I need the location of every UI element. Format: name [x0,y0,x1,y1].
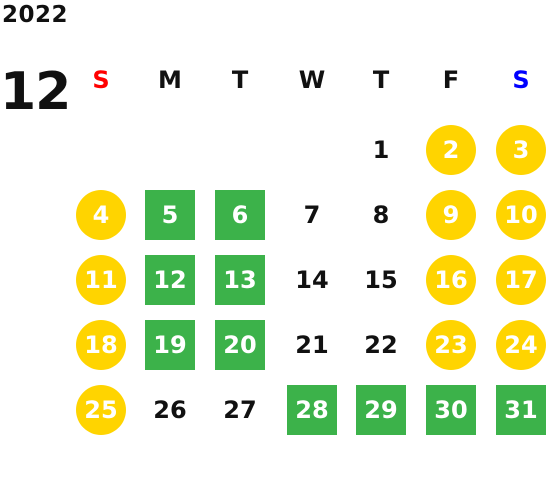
calendar-month: 12 [0,62,71,122]
weekday-label: F [442,66,460,94]
calendar-day-marked: 28 [287,385,337,435]
calendar-day-holiday: 2 [426,125,476,175]
calendar-day: 22 [364,331,398,359]
calendar-day-marked: 31 [496,385,546,435]
calendar-day: 8 [372,201,390,229]
calendar-day: 27 [223,396,257,424]
calendar-day: 21 [295,331,329,359]
weekday-label: S [92,66,110,94]
calendar-day: 26 [153,396,187,424]
calendar-day-holiday: 9 [426,190,476,240]
calendar-day-marked: 20 [215,320,265,370]
calendar-day: 14 [295,266,329,294]
calendar-day-holiday: 11 [76,255,126,305]
weekday-label: M [158,66,182,94]
calendar-day: 15 [364,266,398,294]
calendar-day-holiday: 4 [76,190,126,240]
weekday-label: T [231,66,249,94]
calendar-day-holiday: 23 [426,320,476,370]
calendar-day-marked: 30 [426,385,476,435]
calendar-day: 1 [372,136,390,164]
calendar-day-holiday: 16 [426,255,476,305]
calendar-day: 7 [303,201,321,229]
calendar-day-holiday: 10 [496,190,546,240]
weekday-label: W [298,66,326,94]
calendar-day-holiday: 3 [496,125,546,175]
calendar-day-holiday: 24 [496,320,546,370]
calendar-day-marked: 12 [145,255,195,305]
weekday-label: T [372,66,390,94]
calendar-day-marked: 13 [215,255,265,305]
calendar-day-marked: 19 [145,320,195,370]
calendar-day-marked: 5 [145,190,195,240]
calendar-day-holiday: 18 [76,320,126,370]
calendar-day-marked: 6 [215,190,265,240]
calendar-year: 2022 [2,2,69,28]
calendar-day-marked: 29 [356,385,406,435]
weekday-label: S [512,66,530,94]
calendar-day-holiday: 17 [496,255,546,305]
calendar-day-holiday: 25 [76,385,126,435]
